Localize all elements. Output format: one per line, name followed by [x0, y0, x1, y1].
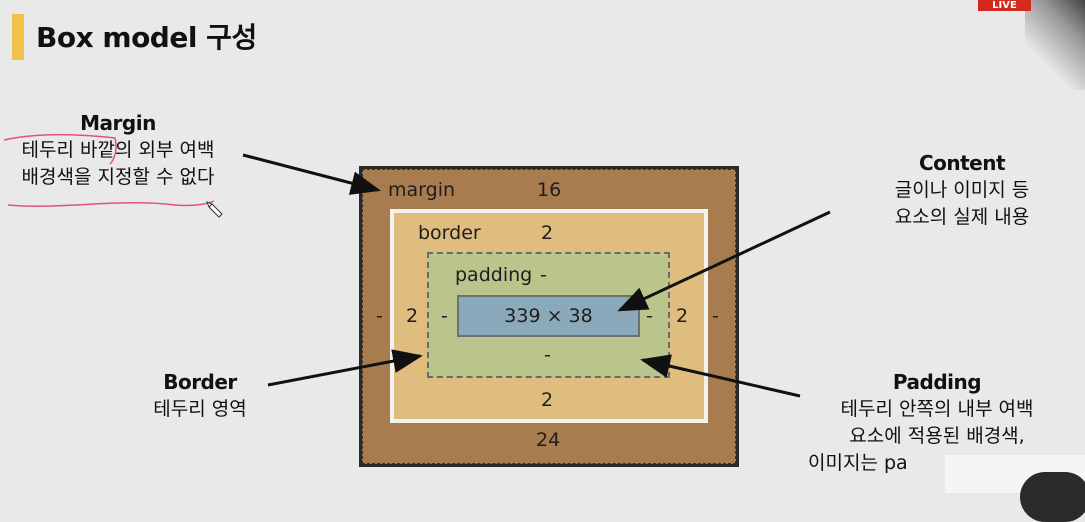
- content-note-line2: 요소의 실제 내용: [894, 206, 1030, 228]
- margin-note-line1: 테두리 바깥의 외부 여백: [21, 139, 215, 161]
- content-note-line1: 글이나 이미지 등: [894, 179, 1030, 201]
- padding-note-line2: 요소에 적용된 배경색,: [849, 425, 1025, 447]
- border-note: Border 테두리 영역: [130, 369, 270, 423]
- padding-left-value: -: [441, 305, 448, 327]
- margin-note: Margin 테두리 바깥의 외부 여백 배경색을 지정할 수 없다: [0, 110, 236, 191]
- webcam-person: [1020, 472, 1085, 522]
- padding-note-line3: 이미지는 pa: [808, 452, 908, 474]
- padding-top-value: -: [540, 264, 547, 286]
- content-box: [457, 295, 640, 337]
- padding-note-line1: 테두리 안쪽의 내부 여백: [840, 398, 1034, 420]
- window-edge-shadow: [1025, 0, 1085, 90]
- title-accent-bar: [12, 14, 24, 60]
- margin-right-value: -: [712, 305, 719, 327]
- border-note-line1: 테두리 영역: [153, 398, 247, 420]
- border-bottom-value: 2: [541, 389, 554, 411]
- live-badge: LIVE: [978, 0, 1031, 11]
- padding-label: padding: [455, 264, 533, 286]
- margin-top-value: 16: [537, 179, 562, 201]
- pen-cursor-icon: [206, 201, 223, 218]
- border-left-value: 2: [406, 305, 419, 327]
- content-note-title: Content: [918, 151, 1006, 175]
- content-note: Content 글이나 이미지 등 요소의 실제 내용: [862, 150, 1062, 231]
- border-label: border: [418, 222, 481, 244]
- padding-note-title: Padding: [892, 370, 982, 394]
- margin-note-title: Margin: [80, 111, 156, 135]
- border-right-value: 2: [676, 305, 689, 327]
- padding-note: Padding 테두리 안쪽의 내부 여백 요소에 적용된 배경색, 이미지는 …: [806, 369, 1068, 477]
- border-top-value: 2: [541, 222, 554, 244]
- padding-right-value: -: [646, 305, 653, 327]
- margin-left-value: -: [376, 305, 383, 327]
- content-size-value: 339 × 38: [504, 305, 593, 327]
- margin-bottom-value: 24: [536, 429, 561, 451]
- padding-bottom-value: -: [544, 344, 551, 366]
- annotation-underline-2: [7, 200, 215, 207]
- border-note-title: Border: [163, 370, 237, 394]
- margin-arrow: [242, 153, 381, 195]
- margin-label: margin: [388, 179, 456, 201]
- margin-note-line2: 배경색을 지정할 수 없다: [21, 166, 215, 188]
- page-title: Box model 구성: [36, 21, 257, 54]
